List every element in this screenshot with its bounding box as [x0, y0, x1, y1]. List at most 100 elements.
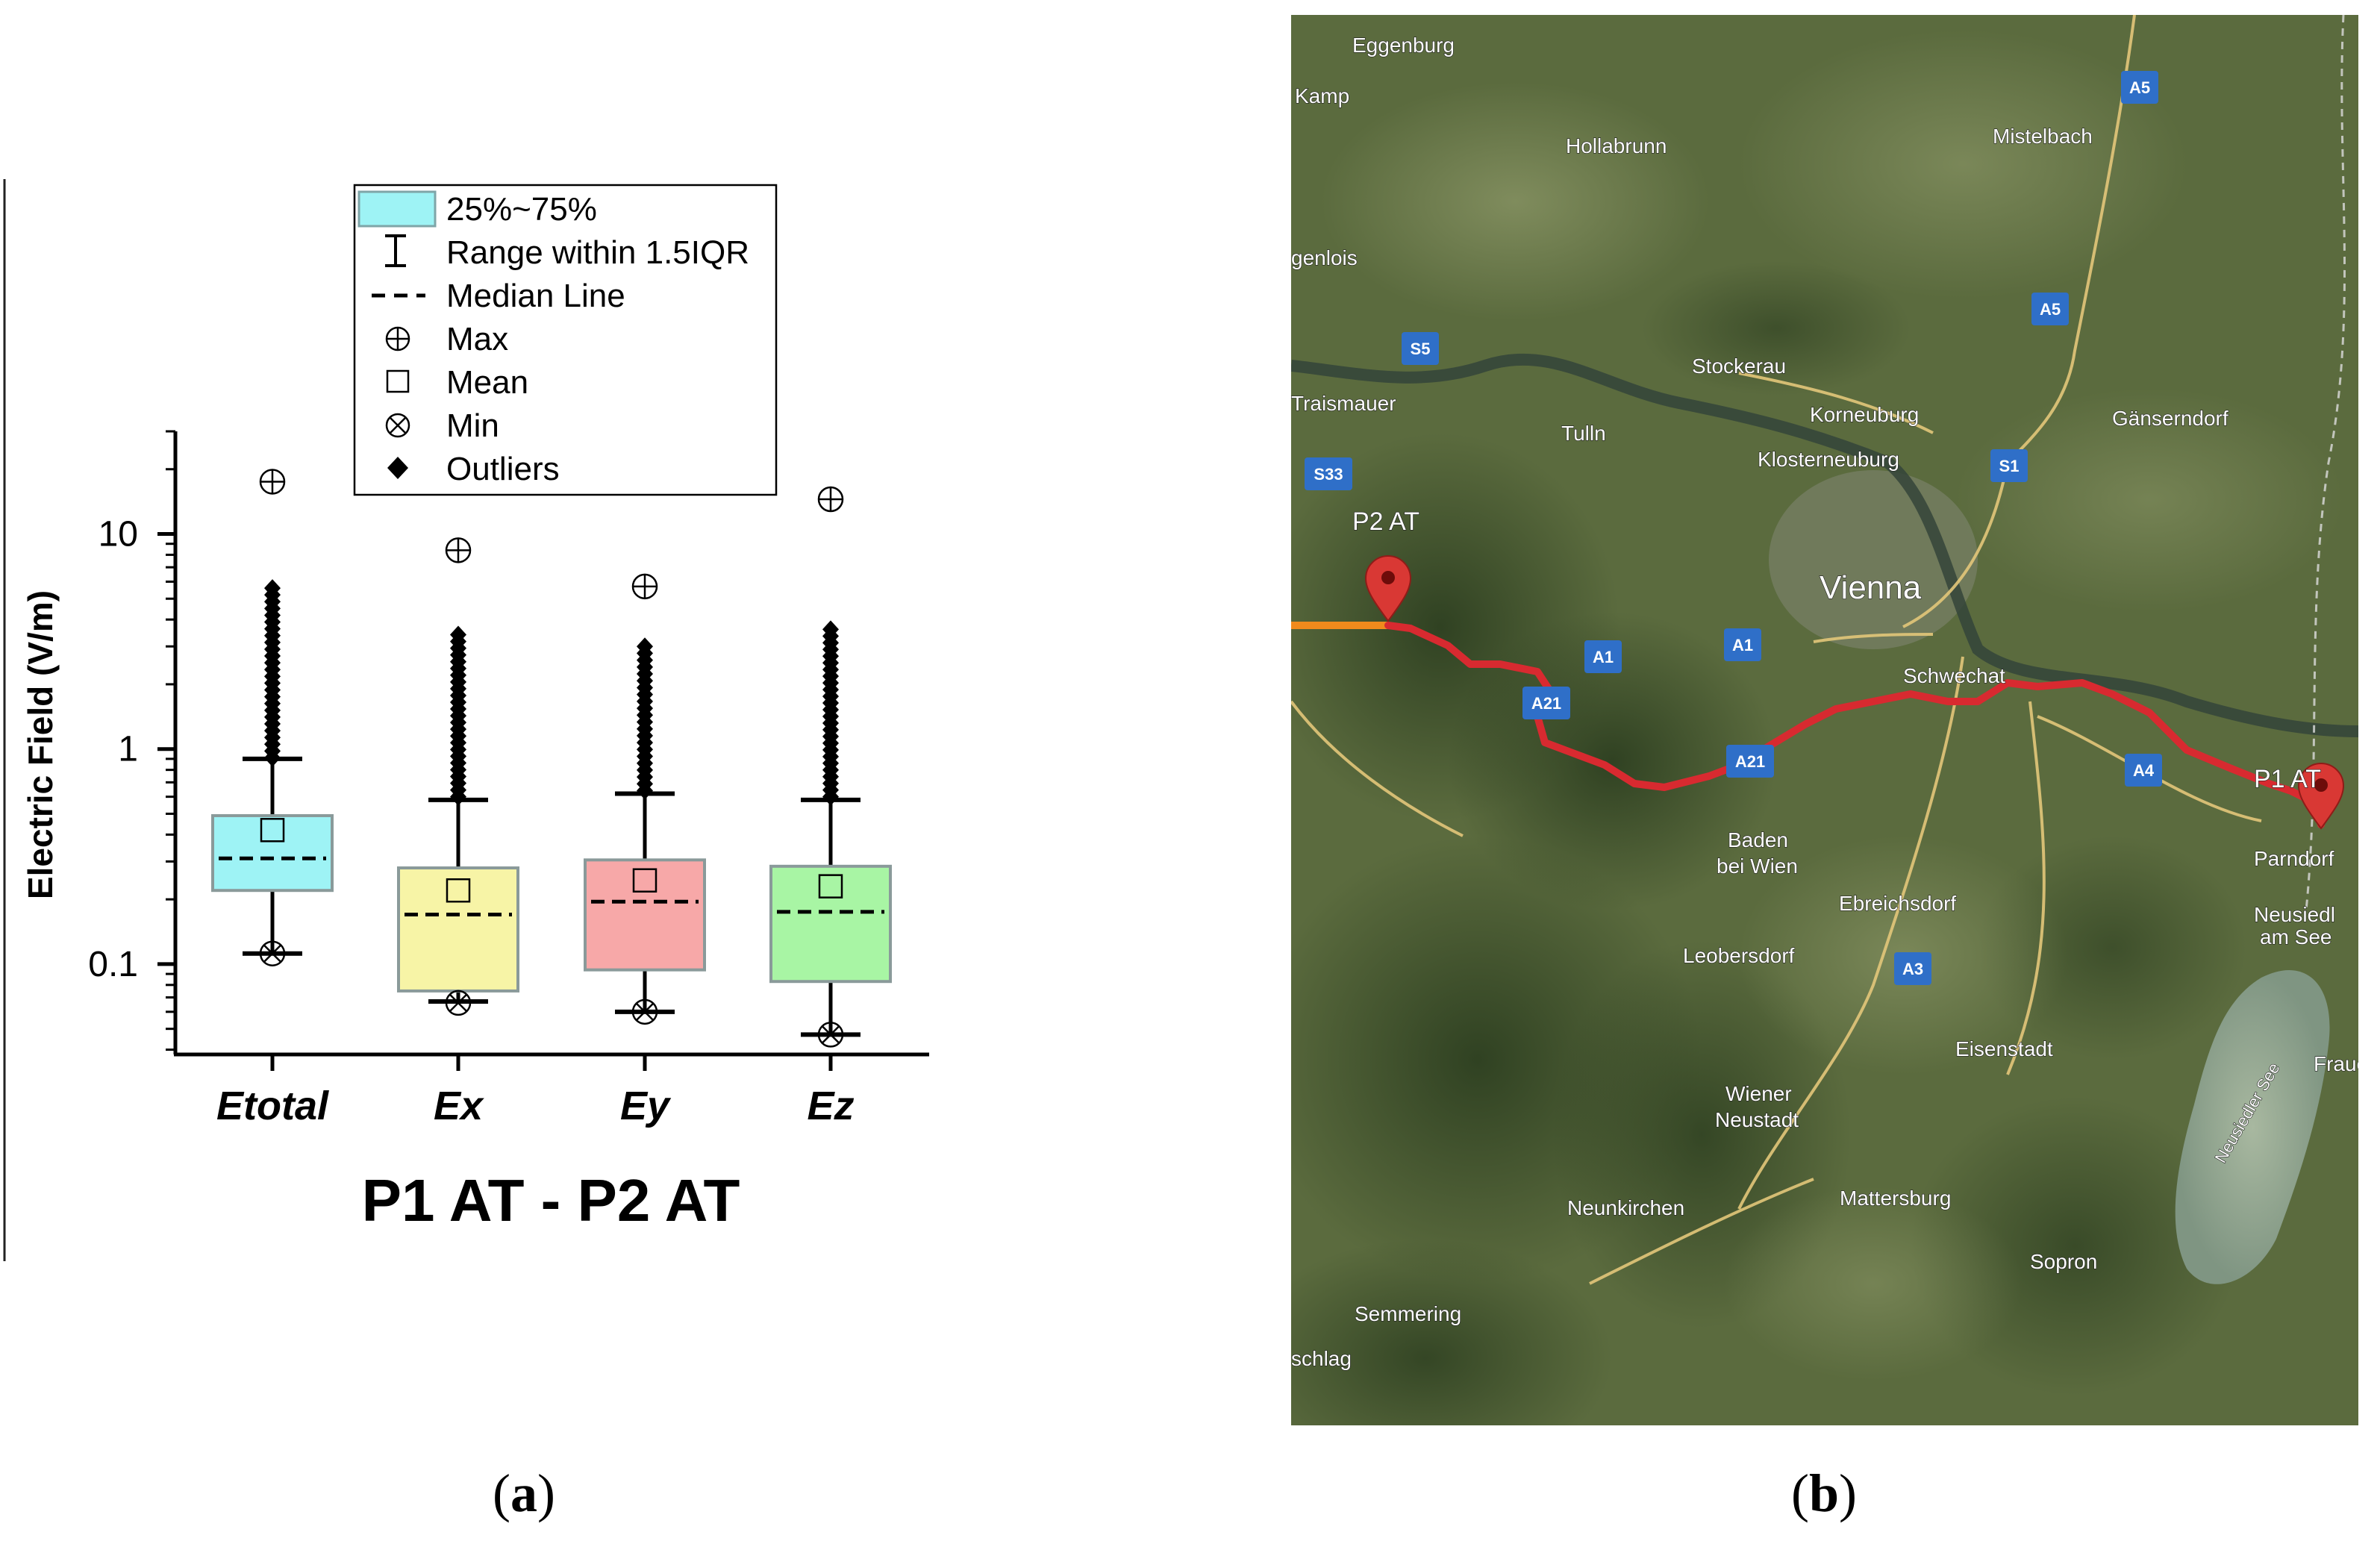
outlier-point	[450, 625, 466, 644]
shield-a1-west: A1	[1584, 640, 1622, 673]
terrain	[1239, 30, 2343, 1478]
caption-b: (b)	[1791, 1463, 1858, 1523]
label-bei-wien: bei Wien	[1717, 854, 1798, 878]
road-shields: A5 A5 S5 S33 S1 A1 A1 A21 A21 A4 A3	[1305, 71, 2162, 985]
svg-text:A4: A4	[2133, 761, 2155, 780]
y-tick-label: 10	[99, 515, 138, 554]
svg-text:A1: A1	[1593, 648, 1614, 666]
label-tulln: Tulln	[1561, 422, 1606, 445]
legend-outlier-icon	[387, 457, 408, 479]
box-ex: Ex	[397, 537, 519, 1128]
mean-marker	[260, 818, 285, 843]
label-eisenstadt: Eisenstadt	[1955, 1037, 2053, 1060]
svg-text:A3: A3	[1902, 960, 1923, 978]
caption-a: (a)	[493, 1463, 555, 1523]
caption-b-letter: b	[1808, 1463, 1840, 1523]
legend-label-mean: Mean	[446, 364, 528, 401]
legend-label-min: Min	[446, 407, 499, 444]
label-traismauer: Traismauer	[1291, 392, 1396, 415]
label-mistelbach: Mistelbach	[1993, 125, 2093, 148]
x-tick-label: Ex	[434, 1084, 484, 1128]
label-vienna: Vienna	[1820, 569, 1922, 606]
route-line	[1384, 622, 2325, 828]
min-marker-d2	[822, 1025, 840, 1044]
mean-marker	[446, 878, 471, 903]
y-axis-label: Electric Field (V/m)	[21, 590, 60, 899]
svg-text:A1: A1	[1732, 636, 1753, 654]
label-eggenburg: Eggenburg	[1352, 34, 1455, 57]
mean-marker	[818, 874, 843, 898]
min-marker	[817, 1022, 844, 1048]
shield-a21-east: A21	[1726, 745, 1774, 778]
chart-title: P1 AT - P2 AT	[362, 1167, 740, 1234]
box-etotal: Etotal	[211, 469, 334, 1128]
label-mattersburg: Mattersburg	[1840, 1187, 1951, 1210]
y-tick-label: 0.1	[88, 945, 138, 984]
svg-text:S33: S33	[1314, 465, 1343, 484]
x-tick-label: Ey	[620, 1084, 672, 1128]
svg-text:S5: S5	[1411, 340, 1431, 358]
legend: 25%~75% Range within 1.5IQR Median Line …	[353, 184, 778, 496]
label-korneuburg: Korneuburg	[1810, 403, 1919, 426]
shield-a3: A3	[1894, 952, 1931, 985]
map-panel: A5 A5 S5 S33 S1 A1 A1 A21 A21 A4 A3 Egge…	[1239, 14, 2380, 1478]
legend-label-max: Max	[446, 321, 508, 357]
label-p1-at: P1 AT	[2254, 765, 2321, 793]
box-group: Etotal Ex Ey Ez	[211, 469, 892, 1128]
caption-a-letter: a	[510, 1463, 537, 1523]
lake-neusiedler-see	[2175, 970, 2330, 1284]
danube-river	[1290, 353, 2359, 737]
label-leobersdorf: Leobersdorf	[1683, 944, 1795, 967]
iqr-box	[584, 858, 706, 972]
label-neusiedl: Neusiedl	[2254, 903, 2335, 926]
legend-label-range: Range within 1.5IQR	[446, 234, 749, 271]
min-marker-d2	[636, 1002, 654, 1021]
label-wiener: Wiener	[1725, 1082, 1792, 1105]
box-ey: Ey	[584, 573, 706, 1128]
legend-mean-icon	[386, 369, 410, 393]
legend-min-icon	[385, 413, 410, 438]
label-neunkirchen: Neunkirchen	[1567, 1196, 1684, 1219]
shield-a4: A4	[2125, 754, 2162, 787]
outlier-point	[637, 637, 653, 656]
marker-p2[interactable]	[1364, 555, 1412, 622]
label-sopron: Sopron	[2030, 1250, 2097, 1273]
shield-a5-north: A5	[2121, 71, 2158, 104]
shield-s33: S33	[1305, 457, 1352, 490]
label-neustadt: Neustadt	[1715, 1108, 1799, 1131]
legend-range-icon	[385, 234, 406, 267]
label-kamp: Kamp	[1295, 84, 1349, 107]
min-marker-d2	[263, 944, 281, 963]
legend-max-icon	[385, 326, 410, 351]
marker-p1[interactable]	[2297, 763, 2345, 830]
label-baden: Baden	[1728, 828, 1788, 851]
label-frauen: Frauen	[2314, 1052, 2358, 1075]
outlier-point	[264, 579, 281, 598]
x-tick-label: Ez	[807, 1084, 854, 1128]
label-semmering: Semmering	[1355, 1302, 1461, 1325]
svg-text:A21: A21	[1531, 694, 1561, 713]
label-klosterneuburg: Klosterneuburg	[1758, 448, 1899, 471]
legend-box-swatch	[357, 190, 437, 228]
label-parndorf: Parndorf	[2254, 847, 2334, 870]
shield-s1: S1	[1990, 449, 2028, 482]
svg-text:A5: A5	[2040, 300, 2061, 319]
svg-text:S1: S1	[1999, 457, 2020, 475]
label-ganserndorf: Gänserndorf	[2112, 407, 2228, 430]
legend-frame	[353, 184, 778, 496]
x-tick-label: Etotal	[216, 1084, 329, 1128]
outlier-point	[822, 620, 839, 639]
label-am-see: am See	[2260, 925, 2332, 948]
place-labels: Eggenburg Kamp Hollabrunn Mistelbach gen…	[1290, 33, 2380, 1370]
satellite-map: A5 A5 S5 S33 S1 A1 A1 A21 A21 A4 A3 Egge…	[1239, 14, 2380, 1478]
iqr-box	[211, 813, 334, 893]
shield-s5: S5	[1402, 332, 1439, 365]
iqr-box	[397, 866, 519, 993]
svg-text:A5: A5	[2129, 78, 2150, 97]
label-genlois: genlois	[1291, 246, 1358, 269]
min-marker	[445, 990, 472, 1016]
label-schwechat: Schwechat	[1903, 664, 2005, 687]
box-ez: Ez	[769, 486, 892, 1128]
